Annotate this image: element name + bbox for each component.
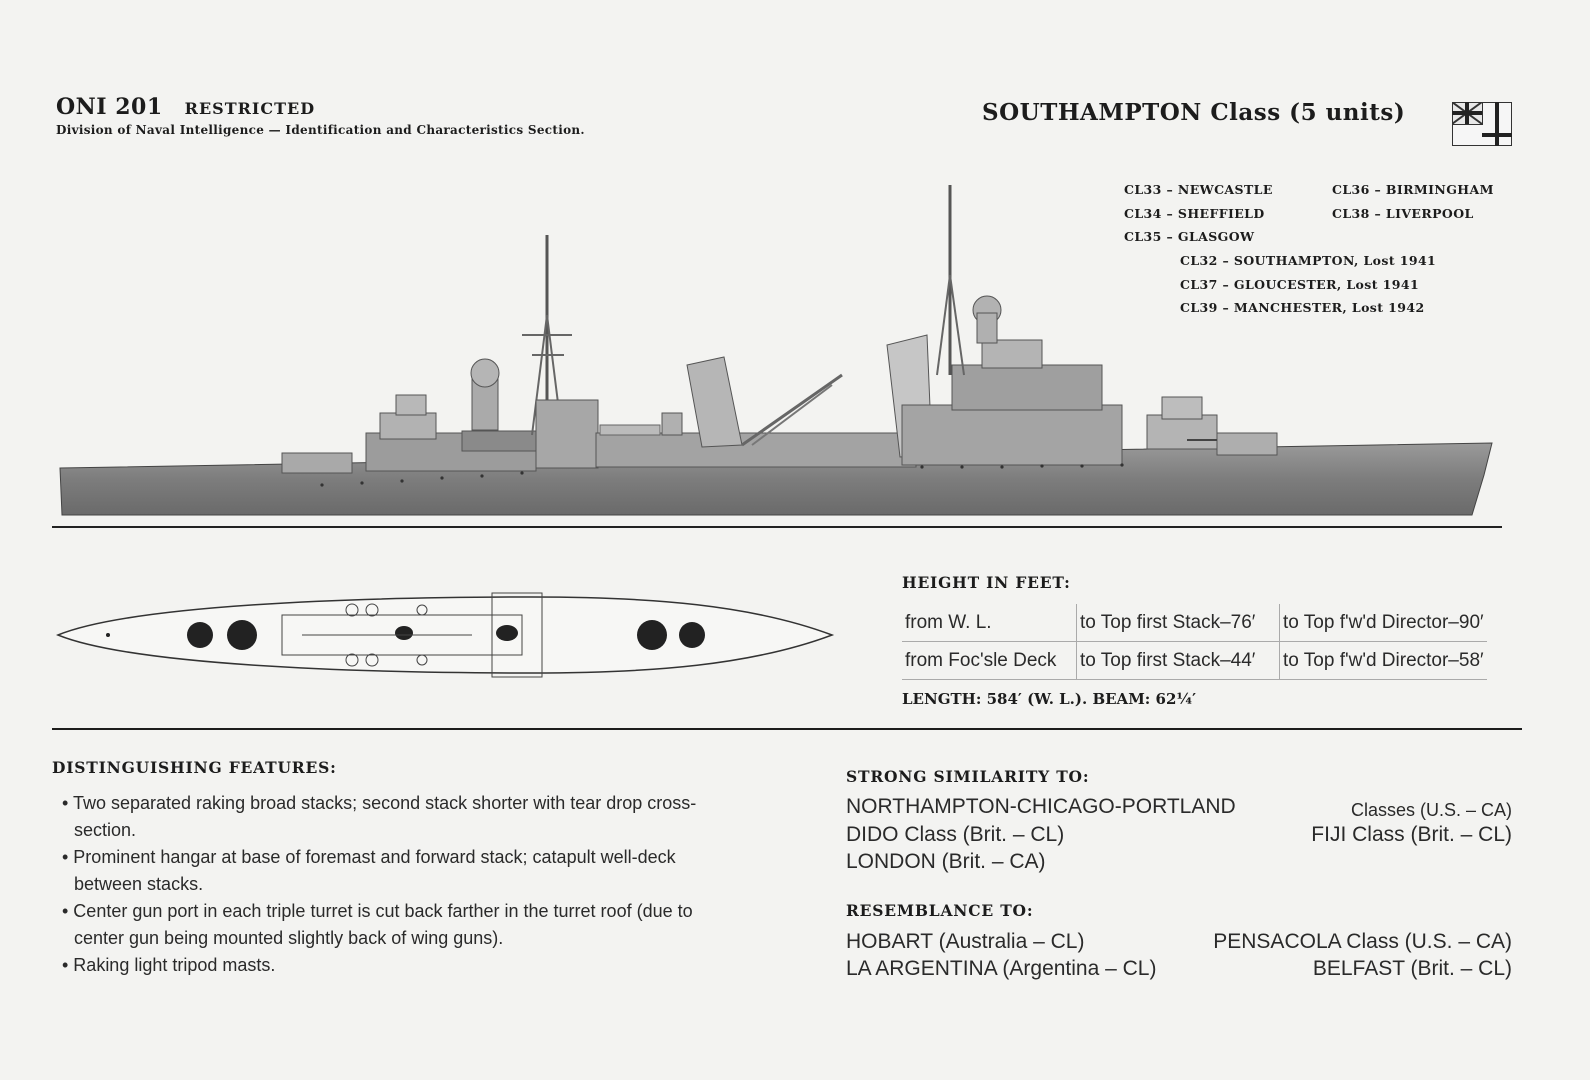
unit-entry-lost: CL32 – SOUTHAMPTON, Lost 1941 (1180, 253, 1437, 268)
restricted-label: RESTRICTED (184, 99, 316, 118)
resemblance-line: LA ARGENTINA (Argentina – CL) (846, 957, 1157, 980)
class-title: SOUTHAMPTON Class (5 units) (982, 99, 1406, 126)
similarity-line: LONDON (Brit. – CA) (846, 850, 1046, 873)
unit-entry: CL35 – GLASGOW (1124, 229, 1255, 244)
length-beam: LENGTH: 584′ (W. L.). BEAM: 62¼′ (902, 690, 1197, 708)
units-active-col2: CL36 – BIRMINGHAM CL38 – LIVERPOOL (1332, 178, 1494, 225)
list-item: • Two separated raking broad stacks; sec… (62, 793, 697, 840)
features-list: • Two separated raking broad stacks; sec… (52, 790, 732, 979)
heights-title: HEIGHT IN FEET: (902, 573, 1071, 592)
ship-side-profile-illustration (52, 185, 1502, 528)
table-row: from W. L. to Top first Stack–76′ to Top… (902, 604, 1487, 642)
resemblance-line: HOBART (Australia – CL) (846, 930, 1085, 953)
similarity-line: FIJI Class (Brit. – CL) (1311, 823, 1512, 846)
table-cell: to Top first Stack–76′ (1076, 604, 1280, 642)
document-id: ONI 201 RESTRICTED (56, 94, 315, 120)
units-lost: CL32 – SOUTHAMPTON, Lost 1941 CL37 – GLO… (1180, 249, 1436, 320)
unit-entry: CL36 – BIRMINGHAM (1332, 182, 1494, 197)
resemblance-line: PENSACOLA Class (U.S. – CA) (1213, 930, 1512, 953)
list-item: • Raking light tripod masts. (62, 955, 276, 975)
division-subtitle: Division of Naval Intelligence — Identif… (56, 123, 585, 137)
table-cell: to Top f'w'd Director–58′ (1279, 641, 1487, 680)
resemblance-title: RESEMBLANCE TO: (846, 901, 1034, 920)
table-row: from Foc'sle Deck to Top first Stack–44′… (902, 641, 1487, 680)
resemblance-line: BELFAST (Brit. – CL) (1312, 957, 1512, 980)
table-cell: from W. L. (902, 604, 1077, 642)
white-ensign-flag-icon (1452, 102, 1512, 146)
table-cell: to Top first Stack–44′ (1076, 641, 1280, 680)
heights-table: from W. L. to Top first Stack–76′ to Top… (902, 604, 1487, 680)
similarity-line: DIDO Class (Brit. – CL) (846, 823, 1065, 846)
unit-entry: CL38 – LIVERPOOL (1332, 205, 1474, 221)
similarity-line: Classes (U.S. – CA) (1351, 798, 1512, 822)
oni-number: ONI 201 (56, 94, 163, 120)
similarity-line: NORTHAMPTON-CHICAGO-PORTLAND (846, 795, 1236, 818)
ship-deck-plan-illustration (55, 592, 835, 678)
list-item: • Center gun port in each triple turret … (62, 901, 693, 948)
list-item: • Prominent hangar at base of foremast a… (62, 847, 676, 894)
unit-entry-lost: CL37 – GLOUCESTER, Lost 1941 (1180, 276, 1420, 292)
unit-entry-lost: CL39 – MANCHESTER, Lost 1942 (1180, 300, 1425, 315)
features-title: DISTINGUISHING FEATURES: (52, 758, 337, 777)
similarity-title: STRONG SIMILARITY TO: (846, 767, 1090, 786)
unit-entry: CL33 – NEWCASTLE (1124, 182, 1273, 197)
section-divider (52, 728, 1522, 730)
unit-entry: CL34 – SHEFFIELD (1124, 205, 1265, 221)
table-cell: from Foc'sle Deck (902, 641, 1077, 680)
similarity-note: Classes (U.S. – CA) (1350, 800, 1512, 820)
table-cell: to Top f'w'd Director–90′ (1279, 604, 1487, 642)
units-active-col1: CL33 – NEWCASTLE CL34 – SHEFFIELD CL35 –… (1124, 178, 1273, 249)
